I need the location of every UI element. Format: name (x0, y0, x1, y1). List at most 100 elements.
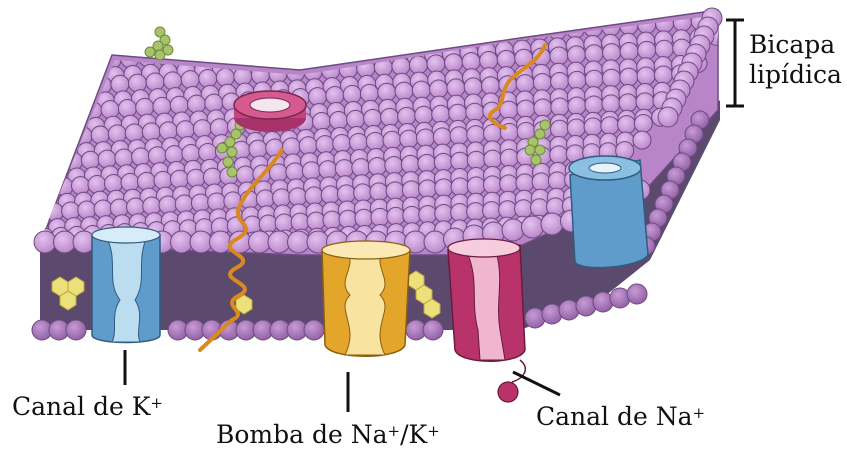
lipid-head-icon (210, 119, 228, 137)
lipid-head-icon (464, 78, 482, 96)
lipid-head-icon (275, 214, 293, 232)
lipid-head-icon (159, 196, 177, 214)
lipid-head-icon (190, 231, 212, 253)
lipid-head-icon (636, 93, 654, 111)
lipid-head-icon (78, 201, 96, 219)
lipid-head-icon (567, 46, 585, 64)
lipid-head-icon (483, 176, 501, 194)
lipid-head-icon (378, 83, 396, 101)
lipid-head-icon (333, 135, 351, 153)
lipid-head-icon (137, 172, 155, 190)
lipid-head-icon (208, 193, 226, 211)
pump-label-sup-b: + (427, 422, 440, 440)
lipid-head-icon (548, 172, 566, 190)
lipid-head-icon (91, 126, 109, 144)
lipid-head-icon (323, 211, 341, 229)
lipid-head-icon (585, 96, 603, 114)
lipid-head-icon (154, 171, 172, 189)
lipid-head-icon (403, 206, 421, 224)
lipid-head-icon (634, 115, 652, 133)
lipid-head-icon (385, 156, 403, 174)
lipid-head-icon (515, 200, 533, 218)
lipid-head-icon (326, 87, 344, 105)
lipid-head-icon (415, 106, 433, 124)
lipid-head-icon (305, 187, 323, 205)
lipid-head-icon (309, 88, 327, 106)
lipid-head-icon (658, 107, 678, 127)
lipid-head-icon (433, 128, 451, 146)
lipid-head-icon (307, 212, 325, 230)
lipid-head-icon (111, 75, 129, 93)
lipid-head-icon (637, 67, 655, 85)
lipid-head-icon (321, 186, 339, 204)
lipid-head-icon (136, 98, 154, 116)
lipid-head-icon (121, 173, 139, 191)
lipid-head-icon (551, 120, 569, 138)
lipid-head-icon (335, 36, 353, 54)
lipid-head-icon (481, 77, 499, 95)
lipid-head-icon (516, 75, 534, 93)
lipid-head-icon (419, 205, 437, 223)
lipid-head-icon (216, 68, 234, 86)
na-k-pump (322, 241, 410, 356)
k-channel-label-text: Canal de K (12, 392, 150, 421)
lipid-head-icon (550, 146, 568, 164)
lipid-head-icon (148, 147, 166, 165)
lipid-head-icon (193, 120, 211, 138)
lipid-head-icon (584, 118, 602, 136)
lipid-head-icon (127, 198, 145, 216)
lipid-head-icon (159, 122, 177, 140)
lipid-head-icon (335, 160, 353, 178)
lipid-head-icon (302, 162, 320, 180)
lipid-head-icon (435, 179, 453, 197)
lipid-head-icon (132, 148, 150, 166)
lipid-head-icon (210, 44, 228, 62)
lipid-head-icon (467, 151, 485, 169)
lipid-head-icon (427, 55, 445, 73)
na-channel-label-text: Canal de Na (536, 402, 693, 431)
lipid-head-icon (398, 107, 416, 125)
pump-label-text-a: Bomba de Na (216, 420, 388, 449)
lipid-head-icon (228, 43, 246, 61)
lipid-head-icon (171, 231, 193, 253)
lipid-head-icon (387, 207, 405, 225)
lipid-head-icon (347, 110, 365, 128)
lipid-head-icon (118, 100, 136, 118)
lipid-head-icon (447, 79, 465, 97)
lipid-head-icon (101, 101, 119, 119)
lipid-head-icon (480, 51, 498, 69)
lipid-head-icon (268, 231, 290, 253)
receptor-ring (234, 91, 306, 132)
lipid-head-icon (349, 133, 367, 151)
lipid-head-icon (34, 231, 56, 253)
lipid-head-icon (618, 116, 636, 134)
lipid-head-icon (386, 182, 404, 200)
lipid-head-icon (313, 113, 331, 131)
lipid-head-icon (655, 40, 673, 58)
lipid-head-icon (110, 199, 128, 217)
lipid-head-icon (500, 149, 518, 167)
lipid-head-icon (395, 82, 413, 100)
lipid-head-icon (352, 159, 370, 177)
lipid-head-icon (451, 204, 469, 222)
lipid-head-icon (483, 202, 501, 220)
lipid-head-icon (170, 170, 188, 188)
lipid-head-icon (66, 320, 86, 340)
lipid-head-icon (522, 216, 544, 238)
lipid-head-icon (170, 96, 188, 114)
lipid-head-icon (451, 152, 469, 170)
k-channel (92, 227, 160, 343)
lipid-head-icon (500, 175, 518, 193)
pump-label-slash: /K (400, 420, 427, 449)
lipid-head-icon (585, 70, 603, 88)
lipid-head-icon (273, 189, 291, 207)
lipid-head-icon (299, 38, 317, 56)
lipid-head-icon (343, 85, 361, 103)
k-channel-label-sup: + (150, 394, 163, 412)
lipid-head-icon (601, 117, 619, 135)
lipid-head-icon (445, 54, 463, 72)
lipid-head-icon (108, 125, 126, 143)
lipid-head-icon (181, 71, 199, 89)
lipid-head-icon (484, 150, 502, 168)
lipid-head-icon (416, 129, 434, 147)
